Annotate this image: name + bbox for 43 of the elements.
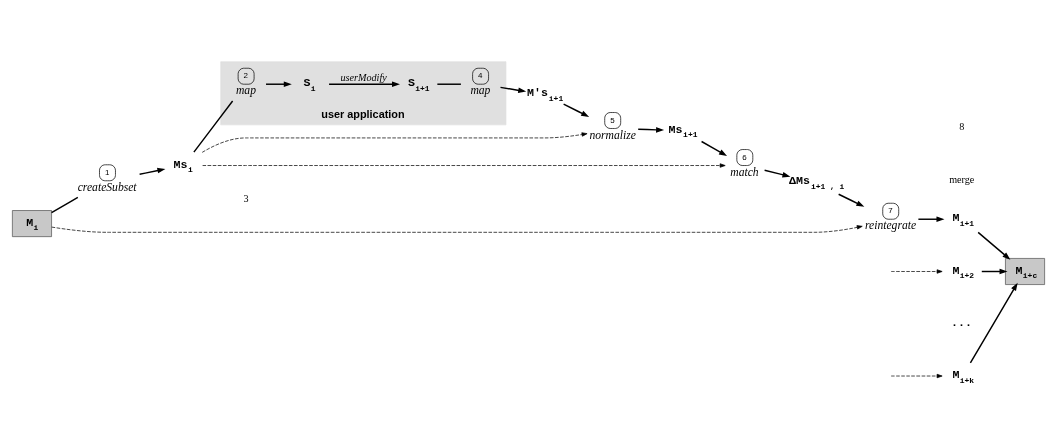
label: merge xyxy=(949,173,975,185)
arrow xyxy=(917,216,945,223)
node-text: S$_{i+1}$ xyxy=(408,76,430,93)
label: 8 xyxy=(959,121,965,133)
node-label: map xyxy=(470,84,491,98)
arrow xyxy=(837,193,865,207)
arrow xyxy=(637,127,665,133)
node-text: M$_{i+k}$ xyxy=(952,368,975,385)
node-text: M$_{i+2}$ xyxy=(952,263,975,281)
edge-label: userModify xyxy=(340,71,387,83)
node-label: reintegrate xyxy=(864,219,917,233)
arrow xyxy=(562,103,590,117)
node-label: createSubset xyxy=(77,180,137,194)
node-text: Ms$_{i+1}$ xyxy=(668,122,698,140)
arrow xyxy=(499,86,527,94)
node-text: Ms$_{i}$ xyxy=(173,157,193,175)
node-box: M$_{i}$ xyxy=(12,210,52,238)
node-text: M$_{i+1}$ xyxy=(952,211,975,228)
connector xyxy=(436,83,462,85)
arrow xyxy=(138,167,166,175)
node-label: map xyxy=(235,84,256,98)
node-text: ... xyxy=(950,315,972,329)
arrow xyxy=(265,81,292,87)
node-label: normalize xyxy=(589,128,636,142)
arrow xyxy=(981,268,1008,275)
arrow xyxy=(977,231,1011,260)
arrow xyxy=(700,140,728,156)
arrow xyxy=(201,132,588,153)
node-text: ΔMs$_{i+1 , i}$ xyxy=(789,174,845,191)
arrow xyxy=(969,282,1018,364)
arrow xyxy=(328,81,400,87)
node-label: match xyxy=(730,165,759,179)
arrow xyxy=(763,169,791,178)
connector xyxy=(193,100,234,153)
arrow xyxy=(890,269,943,274)
arrow xyxy=(890,373,943,379)
node-text: S$_{i}$ xyxy=(303,76,316,93)
arrow xyxy=(51,225,863,233)
label: 3 xyxy=(243,192,249,204)
node-box: M$_{i+c}$ xyxy=(1005,258,1045,285)
connector xyxy=(50,196,79,214)
arrow xyxy=(202,163,726,168)
node-text: M′s$_{i+1}$ xyxy=(527,86,564,103)
